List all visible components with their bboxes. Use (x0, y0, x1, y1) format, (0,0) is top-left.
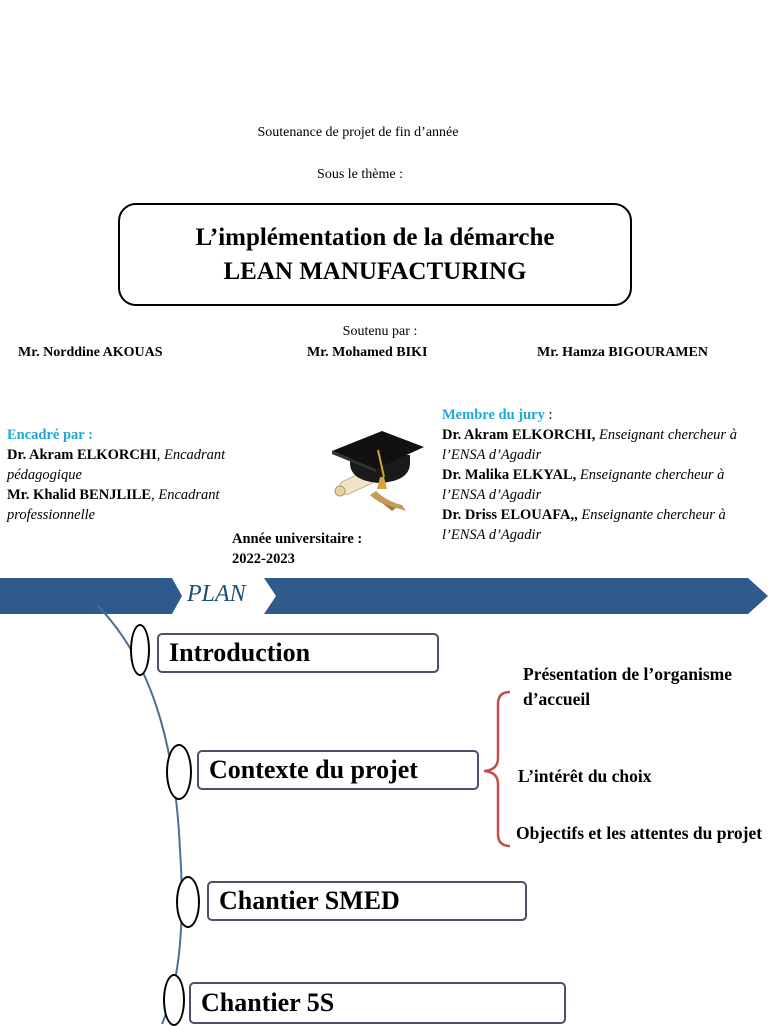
academic-year-label: Année universitaire : (232, 531, 363, 547)
jury-entry: Dr. Malika ELKYAL, Enseignante chercheur… (442, 465, 762, 505)
jury-entry: Dr. Driss ELOUAFA,, Enseignante chercheu… (442, 505, 762, 545)
plan-banner (0, 578, 768, 614)
jury-label-line: Membre du jury : (442, 405, 762, 425)
academic-year: Année universitaire : 2022-2023 (232, 529, 362, 569)
supervisor-entry: Mr. Khalid BENJLILE, Encadrant professio… (7, 487, 220, 523)
context-subitem: Objectifs et les attentes du projet (516, 823, 763, 843)
event-subtitle: Soutenance de projet de fin d’année (257, 125, 459, 140)
plan-item-context: Contexte du projet (197, 750, 479, 790)
jury-role: Enseignant chercheur à l’ENSA d’Agadir (442, 427, 737, 463)
jury-name: Dr. Akram ELKORCHI, (442, 427, 596, 443)
plan-item-label: Chantier SMED (219, 886, 400, 915)
plan-item-5s: Chantier 5S (189, 982, 566, 1024)
plan-item-label: Chantier 5S (201, 988, 335, 1017)
plan-item-label: Introduction (169, 638, 311, 667)
jury-label-suffix: : (544, 407, 553, 423)
supervisor-name: Mr. Khalid BENJLILE (7, 487, 152, 503)
jury-entry: Dr. Akram ELKORCHI, Enseignant chercheur… (442, 425, 762, 465)
supervisor-role: Encadrant professionnelle (7, 487, 220, 523)
plan-bullet (176, 876, 200, 928)
plan-item-smed: Chantier SMED (207, 881, 527, 921)
title-line-2: LEAN MANUFACTURING (223, 257, 527, 285)
supervisors-block: Encadré par : Dr. Akram ELKORCHI, Encadr… (7, 425, 297, 525)
title-line-1: L’implémentation de la démarche (195, 223, 555, 251)
jury-role: Enseignante chercheur à l’ENSA d’Agadir (442, 467, 725, 503)
plan-bullet (166, 744, 192, 800)
graduation-cap-icon (332, 431, 424, 511)
title-box: L’implémentation de la démarche LEAN MAN… (118, 203, 632, 306)
plan-item-label: Contexte du projet (209, 755, 418, 784)
jury-name: Dr. Driss ELOUAFA,, (442, 507, 578, 523)
jury-label: Membre du jury (442, 407, 545, 423)
plan-bullet (130, 624, 150, 676)
supervisor-role: Encadrant pédagogique (7, 447, 226, 483)
students-label: Soutenu par : (342, 324, 418, 339)
academic-year-value: 2022-2023 (232, 551, 295, 567)
student-name: Mr. Norddine AKOUAS (18, 345, 163, 360)
supervisor-entry: Dr. Akram ELKORCHI, Encadrant pédagogiqu… (7, 447, 226, 483)
context-subitem: L’intérêt du choix (518, 766, 652, 786)
student-name: Mr. Hamza BIGOURAMEN (537, 345, 708, 360)
student-name: Mr. Mohamed BIKI (307, 345, 428, 360)
supervisors-label: Encadré par : (7, 427, 93, 443)
plan-bullet (163, 974, 185, 1026)
plan-item-introduction: Introduction (157, 633, 439, 673)
plan-label: PLAN (187, 581, 246, 607)
jury-name: Dr. Malika ELKYAL, (442, 467, 577, 483)
supervisor-name: Dr. Akram ELKORCHI (7, 447, 157, 463)
theme-label: Sous le thème : (317, 167, 403, 182)
jury-role: Enseignante chercheur à l’ENSA d’Agadir (442, 507, 726, 543)
jury-block: Membre du jury : Dr. Akram ELKORCHI, Ens… (442, 405, 762, 545)
context-subitem: Présentation de l’organisme d’accueil (523, 664, 732, 709)
